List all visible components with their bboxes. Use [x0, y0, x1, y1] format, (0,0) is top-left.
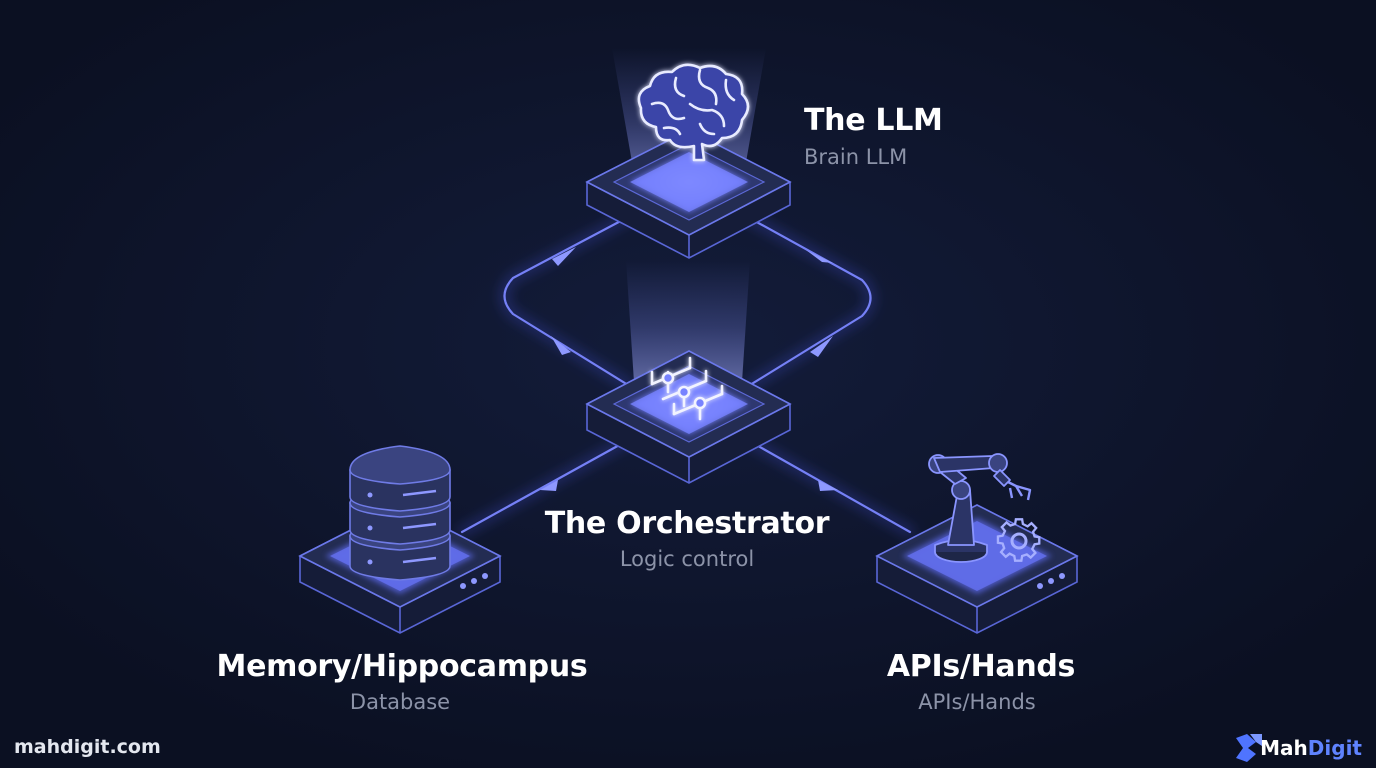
brand-logo-spacer [1224, 734, 1254, 762]
footer-url[interactable]: mahdigit.com [14, 736, 161, 758]
memory-title: Memory/Hippocampus [216, 649, 588, 684]
apis-node [875, 453, 1079, 634]
arrow-to-apis [818, 480, 838, 491]
brand-logo-mark [1236, 734, 1262, 762]
orchestrator-node [585, 260, 792, 484]
arrow-to-memory [540, 480, 558, 491]
arrow-down-right [806, 250, 833, 263]
edge-llm-orchestrator-left [503, 213, 634, 387]
arrow-left-lower [551, 336, 571, 355]
edge-llm-orchestrator-right [742, 213, 872, 387]
memory-subtitle: Database [349, 690, 451, 714]
apis-subtitle: APIs/Hands [918, 690, 1036, 714]
sliders-icon [650, 356, 724, 421]
database-icon [349, 445, 451, 581]
robot-arm-icon [928, 453, 1032, 563]
edge-orchestrator-memory [460, 436, 634, 534]
arrow-right-lower [810, 336, 833, 357]
brand-name: MahDigit [1260, 736, 1362, 760]
gear-icon [996, 518, 1041, 562]
orchestrator-subtitle: Logic control [619, 547, 755, 571]
brain-icon [637, 63, 750, 162]
orchestrator-title: The Orchestrator [544, 506, 830, 541]
apis-title: APIs/Hands [886, 649, 1076, 684]
brand-name-suffix: Digit [1307, 736, 1362, 760]
llm-title: The LLM [804, 103, 943, 138]
arrow-up-left [552, 247, 576, 266]
brand-name-prefix: Mah [1260, 736, 1308, 760]
llm-node [585, 48, 792, 259]
llm-subtitle: Brain LLM [804, 145, 908, 169]
memory-node [298, 445, 502, 634]
brand-logo: MahDigit [1224, 734, 1362, 762]
